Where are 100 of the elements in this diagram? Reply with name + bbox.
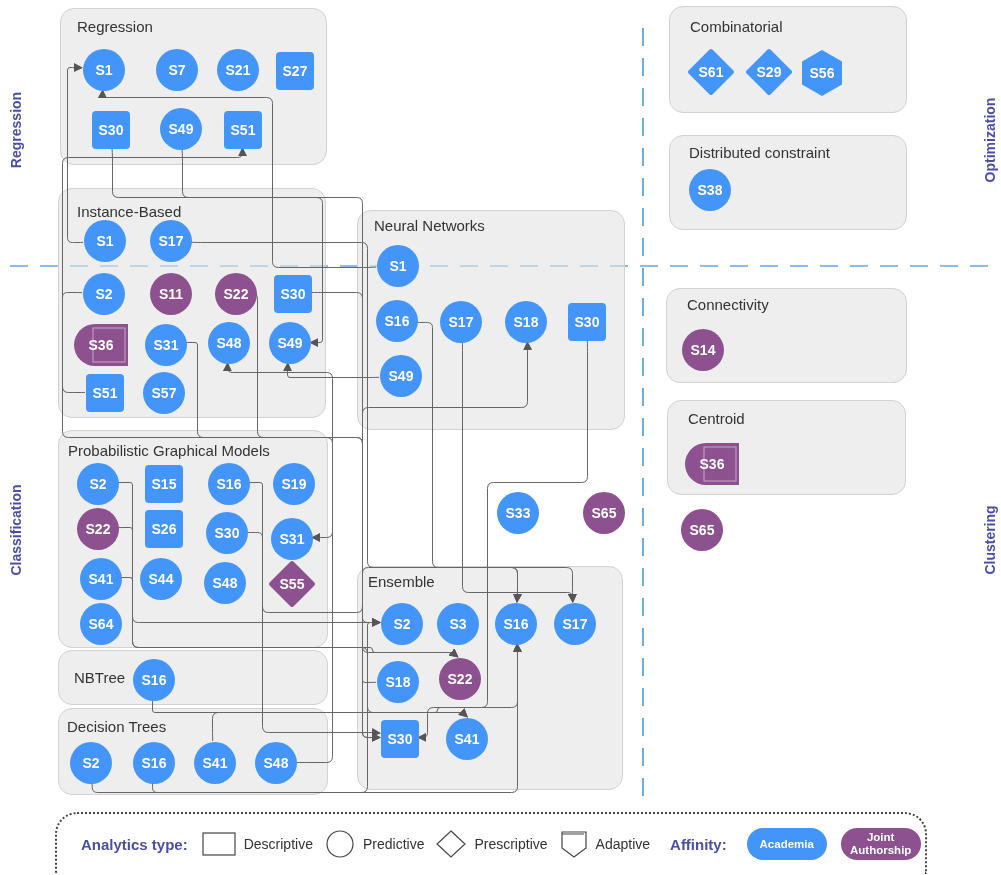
- legend-label: Descriptive: [243, 836, 313, 852]
- panel-title: NBTree: [74, 669, 126, 686]
- legend-swatch: Joint Authorship: [840, 828, 921, 860]
- panel-title: Connectivity: [687, 296, 769, 313]
- study-circle: S22: [439, 658, 481, 700]
- study-circle: S38: [689, 169, 731, 211]
- study-circle: S22: [77, 508, 119, 550]
- study-circle: S64: [80, 603, 122, 645]
- axis-label: Classification: [8, 484, 24, 576]
- study-diamond: S61: [689, 50, 733, 94]
- study-circle: S1: [83, 49, 125, 91]
- study-circle: S16: [133, 659, 175, 701]
- study-diamond: S29: [747, 50, 791, 94]
- arrow: [222, 362, 333, 763]
- study-circle: S17: [150, 220, 192, 262]
- arrow: [185, 342, 333, 542]
- study-circle: S65: [681, 509, 723, 551]
- study-hexagon: S56: [802, 50, 842, 96]
- legend-label: Adaptive: [595, 836, 651, 852]
- arrow: [310, 292, 381, 742]
- study-circle: S65: [583, 492, 625, 534]
- category-panel: [357, 566, 623, 790]
- category-panel: [58, 708, 328, 795]
- category-panel: [357, 210, 625, 430]
- study-circle: S3: [437, 603, 479, 645]
- study-circle: S49: [269, 322, 311, 364]
- study-circle: S49: [160, 108, 202, 150]
- study-circle: S16: [495, 603, 537, 645]
- study-circle: S48: [204, 562, 246, 604]
- study-circle: S33: [497, 492, 539, 534]
- study-circle: S1: [377, 245, 419, 287]
- category-panel: [58, 188, 326, 418]
- study-square: S15: [145, 465, 183, 503]
- panel-title: Centroid: [688, 410, 745, 427]
- arrow: [461, 341, 577, 603]
- study-circle: S2: [83, 273, 125, 315]
- study-circle: S7: [156, 49, 198, 91]
- arrow: [212, 708, 468, 742]
- study-shield: S36: [685, 443, 739, 485]
- study-shield: S36: [74, 324, 128, 366]
- study-circle: S31: [271, 518, 313, 560]
- study-circle: S30: [206, 512, 248, 554]
- category-panel: [60, 8, 327, 165]
- panel-title: Distributed constraint: [689, 144, 830, 161]
- study-circle: S2: [77, 463, 119, 505]
- legend-heading: Affinity:: [670, 835, 727, 853]
- study-circle: S44: [140, 558, 182, 600]
- study-square: S30: [568, 303, 606, 341]
- arrow: [152, 643, 522, 793]
- category-panel: [667, 400, 906, 495]
- arrow: [362, 341, 533, 683]
- legend-label: Prescriptive: [474, 836, 548, 852]
- study-diamond: S55: [270, 562, 314, 606]
- axis-label: Optimization: [982, 97, 998, 183]
- study-circle: S41: [80, 558, 122, 600]
- category-panel: [58, 430, 328, 648]
- arrow: [97, 89, 377, 268]
- study-circle: S14: [682, 329, 724, 371]
- panel-title: Combinatorial: [690, 18, 783, 35]
- panel-title: Probabilistic Graphical Models: [68, 442, 270, 459]
- study-circle: S48: [255, 742, 297, 784]
- study-circle: S21: [217, 49, 259, 91]
- arrow: [62, 147, 248, 393]
- study-square: S27: [276, 52, 314, 90]
- category-panel: [669, 6, 907, 113]
- arrow: [67, 63, 84, 243]
- category-panel: [58, 650, 328, 705]
- legend-label: Predictive: [362, 836, 425, 852]
- study-circle: S49: [380, 355, 422, 397]
- panel-title: Instance-Based: [77, 203, 182, 220]
- study-circle: S16: [133, 742, 175, 784]
- study-circle: S18: [377, 661, 419, 703]
- arrow: [181, 148, 323, 348]
- study-circle: S31: [145, 324, 187, 366]
- study-circle: S41: [194, 742, 236, 784]
- study-circle: S17: [554, 603, 596, 645]
- study-circle: S1: [84, 220, 126, 262]
- panel-title: Decision Trees: [67, 718, 167, 735]
- arrow: [417, 339, 588, 742]
- panel-title: Neural Networks: [374, 217, 485, 234]
- study-square: S51: [224, 111, 262, 149]
- panel-title: Regression: [77, 18, 153, 35]
- study-square: S30: [92, 111, 130, 149]
- arrow: [117, 527, 459, 658]
- legend-swatch: Academia: [746, 828, 827, 860]
- arrow: [246, 532, 381, 737]
- study-square: S26: [145, 510, 183, 548]
- study-circle: S16: [376, 300, 418, 342]
- axis-label: Clustering: [982, 505, 998, 575]
- arrow: [283, 362, 380, 378]
- study-circle: S18: [505, 301, 547, 343]
- category-panel: [666, 288, 907, 383]
- study-circle: S48: [208, 322, 250, 364]
- axis-label: Regression: [8, 91, 24, 169]
- panel-title: Ensemble: [368, 573, 435, 590]
- legend-heading: Analytics type:: [81, 835, 188, 853]
- study-circle: S57: [143, 372, 185, 414]
- study-square: S30: [274, 275, 312, 313]
- study-square: S30: [381, 720, 419, 758]
- study-circle: S19: [273, 463, 315, 505]
